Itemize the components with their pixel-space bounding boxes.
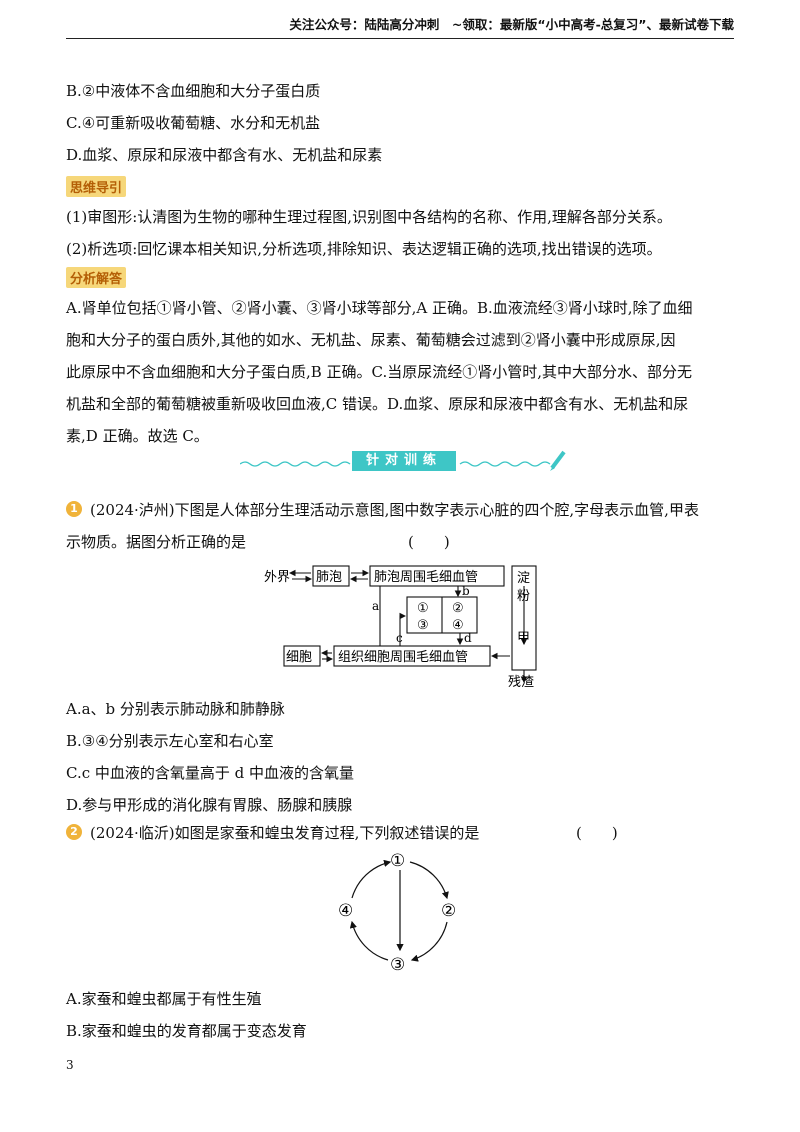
development-cycle-diagram: ① ② ③ ④ <box>338 851 456 975</box>
vessel-d: d <box>464 631 472 645</box>
label-starch-2: 粉 <box>517 589 530 604</box>
question-1-answer-paren: ( ) <box>408 533 450 551</box>
question-2-answer-paren: ( ) <box>576 824 618 842</box>
guide-tag: 思维导引 <box>66 176 127 197</box>
stage-2: ② <box>441 901 456 921</box>
question-2-line-1: (2024·临沂)如图是家蚕和蝗虫发育过程,下列叙述错误的是 <box>90 824 480 842</box>
analysis-line-5: 素,D 正确。故选 C。 <box>66 427 209 445</box>
heart-chamber-1: ① <box>417 601 429 616</box>
question-1-line-1: (2024·泸州)下图是人体部分生理活动示意图,图中数字表示心脏的四个腔,字母表… <box>90 501 699 519</box>
stage-1: ① <box>390 851 405 871</box>
analysis-tag: 分析解答 <box>66 267 127 288</box>
analysis-line-3: 此原尿中不含血细胞和大分子蛋白质,B 正确。C.当原尿流经①肾小管时,其中大部分… <box>66 363 693 381</box>
label-starch-1: 淀 <box>517 571 530 586</box>
label-cells: 细胞 <box>286 650 312 665</box>
vessel-b: b <box>462 584 470 598</box>
option-d-prev: D.血浆、原尿和尿液中都含有水、无机盐和尿素 <box>66 146 383 164</box>
pencil-icon <box>550 450 566 471</box>
question-1-number: 1 <box>66 501 82 517</box>
label-substance-jia: 甲 <box>517 631 530 646</box>
training-banner: 针对训练 <box>239 446 570 476</box>
analysis-line-1: A.肾单位包括①肾小管、②肾小囊、③肾小球等部分,A 正确。B.血液流经③肾小球… <box>66 299 693 317</box>
heart-chamber-2: ② <box>452 601 464 616</box>
vessel-c: c <box>396 631 403 645</box>
guide-line-2: (2)析选项:回忆课本相关知识,分析选项,排除知识、表达逻辑正确的选项,找出错误… <box>66 240 662 258</box>
question-1-option-a: A.a、b 分别表示肺动脉和肺静脉 <box>66 700 285 718</box>
physiology-diagram: 外界 肺泡 肺泡周围毛细血管 ① ② ③ ④ a b c d 细胞 组织细胞周围… <box>264 565 537 690</box>
label-alveoli: 肺泡 <box>316 570 342 585</box>
wave-decoration <box>239 450 566 471</box>
question-1-option-b: B.③④分别表示左心室和右心室 <box>66 732 274 750</box>
label-residue: 残渣 <box>508 675 534 690</box>
question-1-line-2: 示物质。据图分析正确的是 <box>66 533 247 551</box>
option-c-prev: C.④可重新吸收葡萄糖、水分和无机盐 <box>66 114 321 132</box>
label-tissue-capillary: 组织细胞周围毛细血管 <box>338 650 468 665</box>
label-alveolar-capillary: 肺泡周围毛细血管 <box>374 570 478 585</box>
page-header: 关注公众号：陆陆高分冲刺 ~领取：最新版“小中高考-总复习”、最新试卷下载 <box>66 14 734 39</box>
question-2-number: 2 <box>66 824 82 840</box>
heart-chamber-3: ③ <box>417 618 429 633</box>
label-outside: 外界 <box>264 570 290 585</box>
option-b-prev: B.②中液体不含血细胞和大分子蛋白质 <box>66 82 321 100</box>
heart-chamber-4: ④ <box>452 618 464 633</box>
stage-4: ④ <box>338 901 353 921</box>
question-1-option-c: C.c 中血液的含氧量高于 d 中血液的含氧量 <box>66 764 355 782</box>
question-2-option-a: A.家蚕和蝗虫都属于有性生殖 <box>66 990 262 1008</box>
page-number: 3 <box>66 1058 74 1072</box>
question-2-option-b: B.家蚕和蝗虫的发育都属于变态发育 <box>66 1022 307 1040</box>
analysis-line-4: 机盐和全部的葡萄糖被重新吸收回血液,C 错误。D.血浆、原尿和尿液中都含有水、无… <box>66 395 689 413</box>
vessel-a: a <box>372 599 379 613</box>
banner-title: 针对训练 <box>352 451 456 471</box>
stage-3: ③ <box>390 955 405 975</box>
question-1-option-d: D.参与甲形成的消化腺有胃腺、肠腺和胰腺 <box>66 796 353 814</box>
guide-line-1: (1)审图形:认清图为生物的哪种生理过程图,识别图中各结构的名称、作用,理解各部… <box>66 208 672 226</box>
analysis-line-2: 胞和大分子的蛋白质外,其他的如水、无机盐、尿素、葡萄糖会过滤到②肾小囊中形成原尿… <box>66 331 676 349</box>
